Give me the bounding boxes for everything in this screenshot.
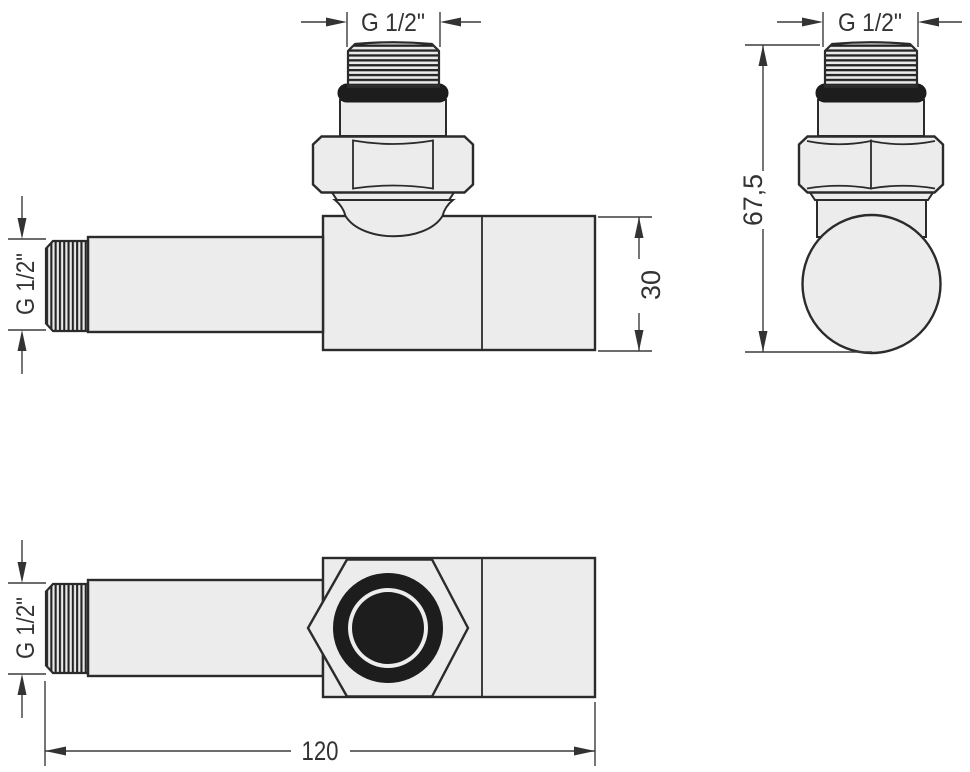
nut-chamfer-arc (806, 184, 872, 190)
dim-overall-length: 120 (44, 681, 596, 766)
dim-body-height: 30 (598, 216, 666, 352)
inlet-tube-top (86, 578, 325, 678)
top-view: G 1/2" 120 (8, 540, 597, 766)
dim-label-body-height: 30 (636, 270, 666, 300)
union-tailpiece-front (817, 99, 925, 137)
inlet-thread-side (44, 239, 90, 333)
dim-left-thread-side: G 1/2" (8, 196, 46, 374)
inlet-thread-top (44, 582, 90, 675)
top-thread-front (823, 41, 919, 89)
dim-label-overall-height: 67,5 (738, 174, 768, 226)
union-tailpiece-side (339, 99, 447, 137)
dim-label-thread-top-side: G 1/2" (361, 9, 425, 37)
valve-bonnet-dome (332, 199, 456, 238)
dim-label-overall-length: 120 (302, 736, 339, 766)
nut-chamfer-arc (870, 140, 936, 146)
dim-overall-height: 67,5 (738, 44, 872, 353)
valve-opening (352, 592, 424, 664)
nut-chamfer-arc (352, 184, 434, 190)
dim-label-thread-top-front: G 1/2" (838, 9, 902, 37)
inlet-tube-side (86, 235, 325, 334)
nut-chamfer-arc (352, 139, 434, 145)
dim-left-thread-top: G 1/2" (8, 540, 46, 718)
valve-body-side (321, 214, 597, 352)
dim-label-thread-left-side: G 1/2" (12, 253, 40, 315)
dim-top-thread-front: G 1/2" (777, 9, 962, 47)
top-thread-side (346, 41, 441, 89)
dim-top-thread-side: G 1/2" (301, 9, 481, 47)
nut-chamfer-arc (870, 184, 936, 190)
nut-chamfer-arc (806, 140, 872, 146)
front-view: G 1/2" 67,5 (738, 9, 962, 355)
dim-label-thread-left-top: G 1/2" (12, 597, 40, 659)
side-view: G 1/2" G 1/2" 30 (8, 9, 666, 374)
valve-body-front (801, 213, 942, 355)
